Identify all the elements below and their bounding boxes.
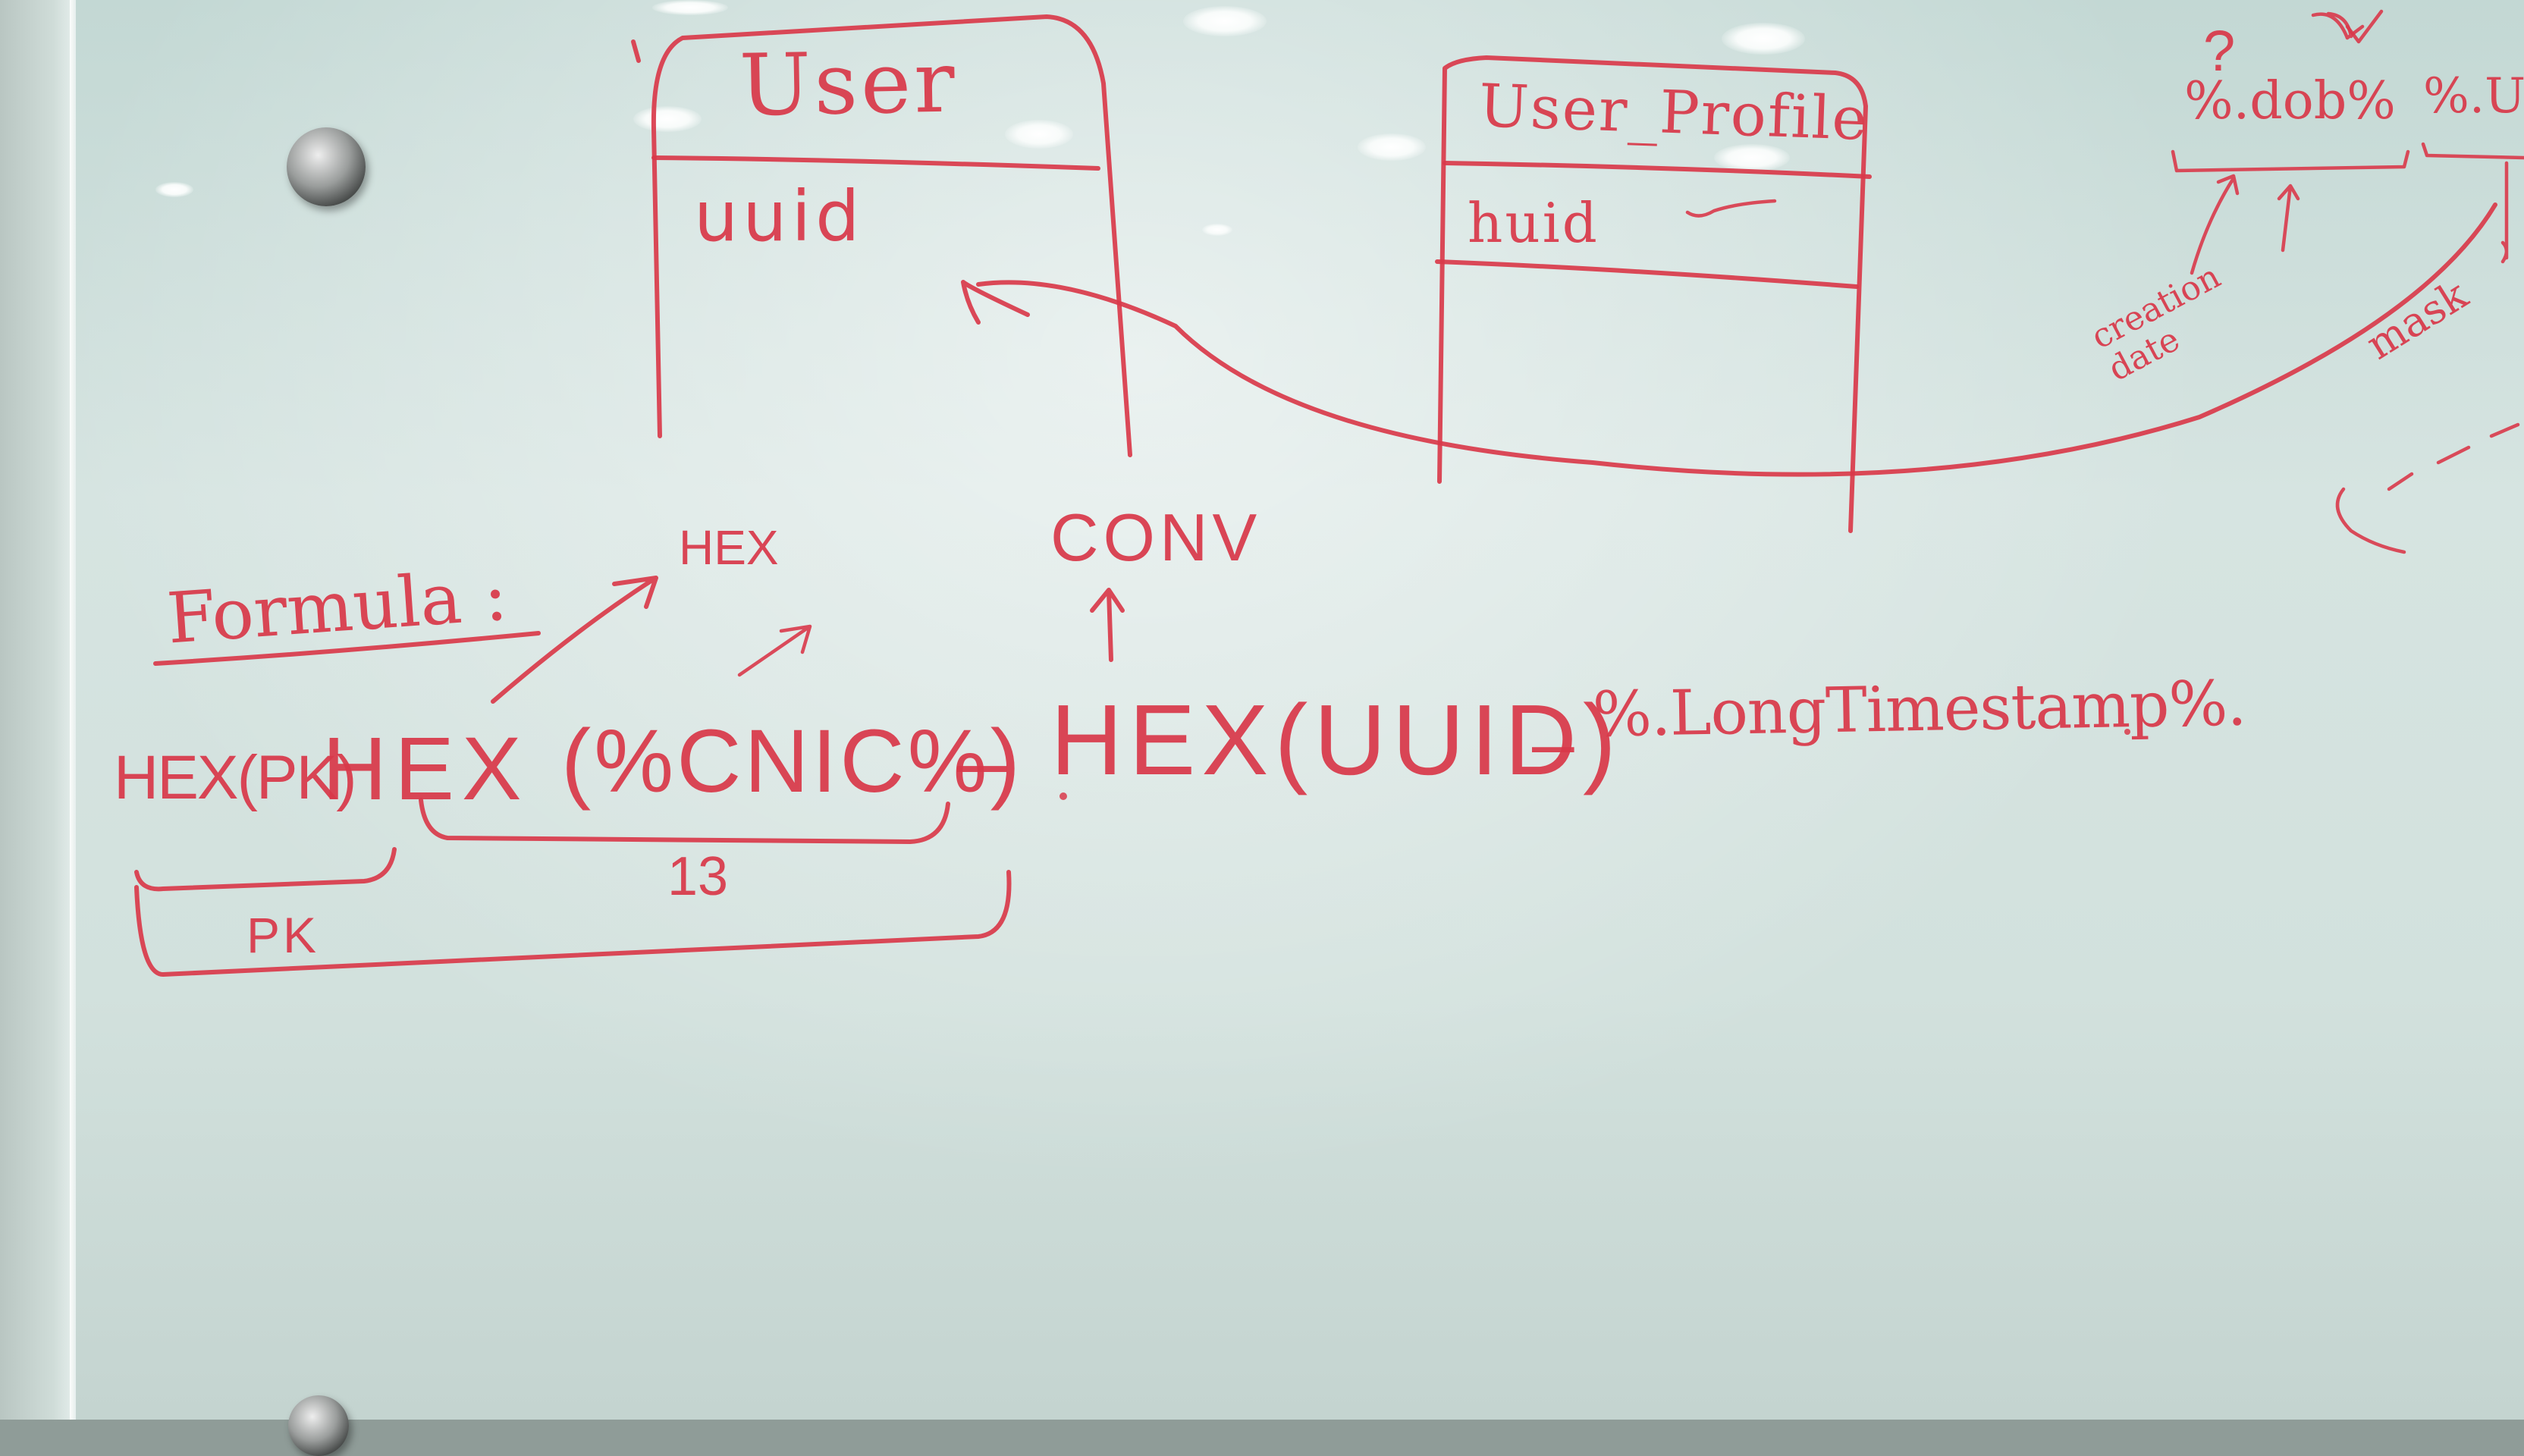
dashed-line [2387,422,2520,491]
conv-arrow [1090,588,1125,662]
question-mark: ? [2203,19,2236,83]
ink-dot [1060,792,1067,800]
relation-arrow-line [976,202,2497,477]
pk-brace [134,847,397,892]
user-profile-table-divider [1435,259,1859,289]
length-brace [419,798,950,844]
check-mark [1685,199,1777,218]
user-table-field: uuid [694,176,865,257]
user-table-outline [631,39,641,63]
corner-mark [2500,161,2509,264]
formula-dash-2: – [1532,701,1574,786]
formula-hex-pk: HEX(PK) [114,743,357,812]
formula-cnic: (%CNIC%) [561,711,1023,811]
dob-note: %.dob% [2184,71,2396,131]
length-label: 13 [667,846,729,907]
formula-hex-open: HEX [322,719,529,819]
light-reflection [155,182,193,197]
formula-dash-1: – [957,711,1007,811]
light-reflection [652,0,728,15]
light-reflection [633,106,702,132]
light-reflection [1005,120,1073,149]
corner-bracket [2421,142,2524,160]
formula-timestamp: %.LongTimestamp%. [1592,667,2247,752]
check-mark [2345,9,2384,44]
user-profile-table-title: User_Profile [1477,72,1870,154]
dashed-line [2335,487,2406,554]
formula-hex-uuid: HEX(UUID) [1050,684,1622,795]
conv-note: CONV [1050,500,1262,575]
pk-brace [134,870,1012,977]
hex-arrow [737,624,812,677]
hex-note: HEX [679,520,779,575]
ink-dot [2124,729,2130,735]
corner-arrow [2277,184,2300,253]
relation-arrowhead [961,280,1030,325]
board-frame-left [0,0,76,1420]
uu-note: %.UU [2423,68,2524,124]
corner-bracket [2171,149,2410,173]
board-mount-standoff [287,127,366,206]
user-table-outline [651,14,1132,457]
marker-drawing [134,9,2524,977]
light-reflection [1202,224,1232,236]
light-reflection [1714,144,1790,171]
user-profile-table-field: huid [1468,191,1599,255]
formula-underline [153,631,541,666]
light-reflection [1358,133,1426,161]
hex-arrow [491,576,658,704]
user-profile-table-outline [1437,55,1868,533]
board-frame-edge [70,0,76,1420]
user-table-title: User [738,33,959,136]
pk-label: PK [246,907,320,963]
user-table-divider [651,155,1100,171]
light-reflection [1722,23,1805,55]
corner-arrow [2190,174,2240,275]
light-reflection [1183,6,1267,36]
user-profile-table-divider [1443,161,1872,179]
